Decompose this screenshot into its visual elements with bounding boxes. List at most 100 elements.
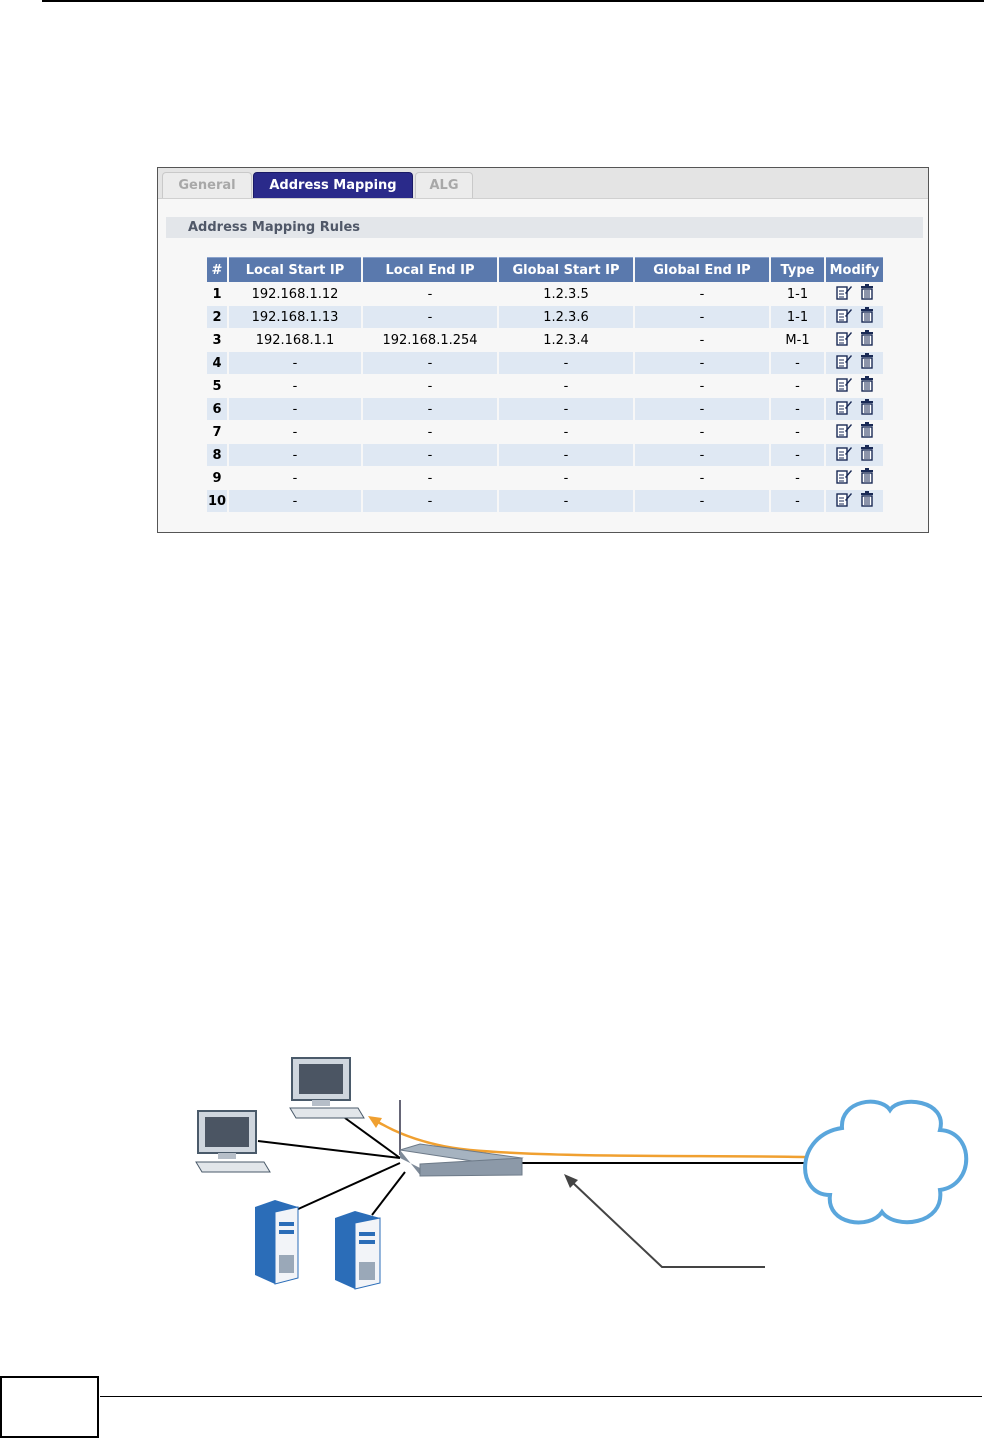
modify-cell [826, 375, 883, 397]
col-global-end-ip: Global End IP [635, 257, 769, 282]
local-start-ip-cell: 192.168.1.1 [229, 329, 361, 351]
tab-general[interactable]: General [162, 172, 252, 198]
computer-top-icon [289, 1057, 365, 1119]
modify-cell [826, 329, 883, 351]
trash-icon[interactable] [860, 468, 874, 488]
col-local-start-ip: Local Start IP [229, 257, 361, 282]
global-start-ip-cell: - [499, 444, 633, 466]
type-cell: 1-1 [771, 306, 824, 328]
row-number-cell: 3 [207, 329, 227, 351]
col-number: # [207, 257, 227, 282]
edit-icon[interactable] [835, 376, 852, 396]
local-start-ip-cell: - [229, 490, 361, 512]
local-start-ip-cell: - [229, 444, 361, 466]
internet-cloud-icon [803, 1099, 969, 1225]
modify-cell [826, 306, 883, 328]
type-cell: - [771, 467, 824, 489]
global-end-ip-cell: - [635, 398, 769, 420]
table-row: 10----- [207, 490, 883, 512]
row-number-cell: 6 [207, 398, 227, 420]
table-row: 8----- [207, 444, 883, 466]
server-right-icon [335, 1211, 381, 1290]
global-start-ip-cell: - [499, 421, 633, 443]
global-start-ip-cell: 1.2.3.5 [499, 283, 633, 305]
local-start-ip-cell: - [229, 467, 361, 489]
edit-icon[interactable] [835, 330, 852, 350]
edit-icon[interactable] [835, 307, 852, 327]
local-end-ip-cell: - [363, 490, 497, 512]
edit-icon[interactable] [835, 353, 852, 373]
local-end-ip-cell: - [363, 467, 497, 489]
global-end-ip-cell: - [635, 329, 769, 351]
trash-icon[interactable] [860, 422, 874, 442]
tab-alg[interactable]: ALG [415, 172, 473, 198]
tab-strip: General Address Mapping ALG [158, 168, 928, 199]
table-row: 7----- [207, 421, 883, 443]
local-end-ip-cell: - [363, 283, 497, 305]
modify-cell [826, 398, 883, 420]
trash-icon[interactable] [860, 399, 874, 419]
callout-arrowhead [564, 1174, 578, 1188]
type-cell: - [771, 398, 824, 420]
trash-icon[interactable] [860, 307, 874, 327]
local-end-ip-cell: 192.168.1.254 [363, 329, 497, 351]
trash-icon[interactable] [860, 330, 874, 350]
local-start-ip-cell: - [229, 352, 361, 374]
global-end-ip-cell: - [635, 375, 769, 397]
row-number-cell: 1 [207, 283, 227, 305]
footer-rule [100, 1396, 982, 1397]
traffic-arrow [377, 1120, 809, 1159]
trash-icon[interactable] [860, 353, 874, 373]
row-number-cell: 7 [207, 421, 227, 443]
edit-icon[interactable] [835, 491, 852, 511]
edit-icon[interactable] [835, 284, 852, 304]
page-number-box [0, 1376, 99, 1438]
local-end-ip-cell: - [363, 352, 497, 374]
modify-cell [826, 283, 883, 305]
col-global-start-ip: Global Start IP [499, 257, 633, 282]
network-diagram [195, 1057, 969, 1290]
trash-icon[interactable] [860, 376, 874, 396]
trash-icon[interactable] [860, 491, 874, 511]
table-row: 5----- [207, 375, 883, 397]
col-type: Type [771, 257, 824, 282]
row-number-cell: 5 [207, 375, 227, 397]
edit-icon[interactable] [835, 399, 852, 419]
nat-panel: General Address Mapping ALG Address Mapp… [157, 167, 929, 533]
type-cell: 1-1 [771, 283, 824, 305]
trash-icon[interactable] [860, 445, 874, 465]
modify-cell [826, 421, 883, 443]
edit-icon[interactable] [835, 468, 852, 488]
link-computer-top [344, 1117, 401, 1159]
type-cell: - [771, 375, 824, 397]
edit-icon[interactable] [835, 445, 852, 465]
col-modify: Modify [826, 257, 883, 282]
link-server-left [295, 1162, 401, 1211]
global-end-ip-cell: - [635, 467, 769, 489]
row-number-cell: 2 [207, 306, 227, 328]
section-title: Address Mapping Rules [188, 220, 361, 235]
local-start-ip-cell: 192.168.1.12 [229, 283, 361, 305]
local-end-ip-cell: - [363, 375, 497, 397]
type-cell: - [771, 421, 824, 443]
table-header-row: # Local Start IP Local End IP Global Sta… [207, 257, 883, 282]
server-left-icon [255, 1200, 299, 1285]
tab-address-mapping[interactable]: Address Mapping [253, 172, 413, 198]
local-end-ip-cell: - [363, 421, 497, 443]
row-number-cell: 10 [207, 490, 227, 512]
type-cell: - [771, 352, 824, 374]
global-end-ip-cell: - [635, 306, 769, 328]
global-start-ip-cell: 1.2.3.6 [499, 306, 633, 328]
global-end-ip-cell: - [635, 283, 769, 305]
row-number-cell: 4 [207, 352, 227, 374]
local-end-ip-cell: - [363, 306, 497, 328]
trash-icon[interactable] [860, 284, 874, 304]
modify-cell [826, 352, 883, 374]
row-number-cell: 8 [207, 444, 227, 466]
link-computer-left [257, 1140, 401, 1159]
edit-icon[interactable] [835, 422, 852, 442]
table-row: 9----- [207, 467, 883, 489]
